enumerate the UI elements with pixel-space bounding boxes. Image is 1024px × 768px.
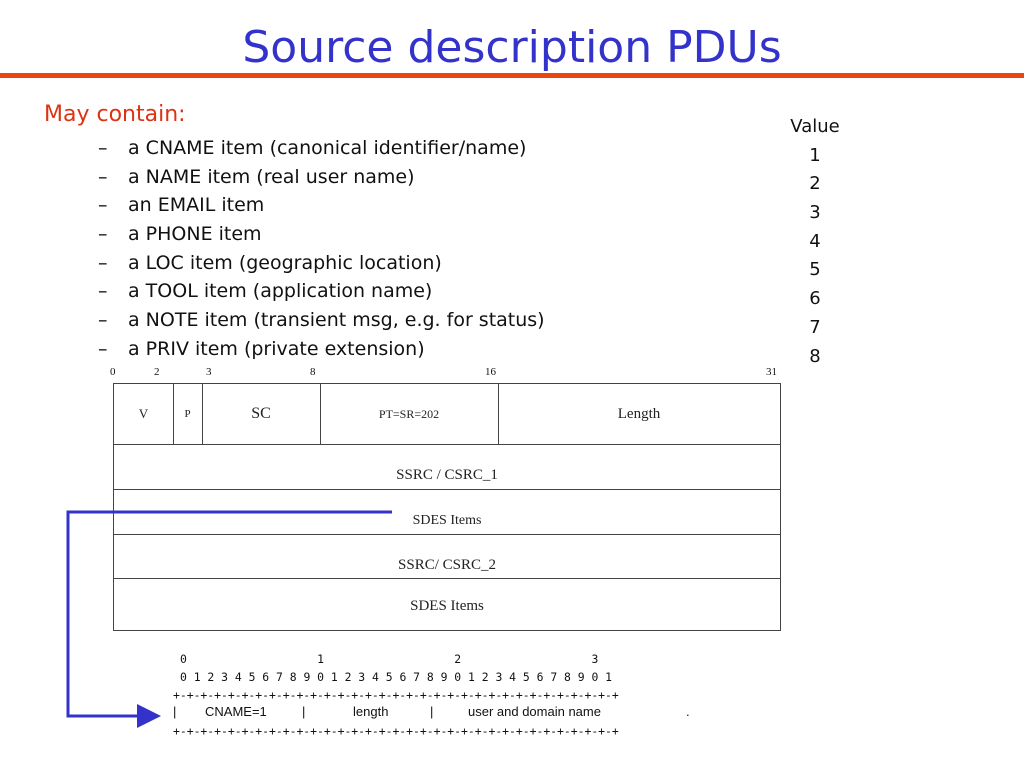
- sdes-header-diagram: V P SC PT=SR=202 Length SSRC / CSRC_1 SD…: [113, 383, 781, 631]
- value-number: 3: [809, 202, 821, 224]
- list-item: –an EMAIL item: [98, 191, 545, 220]
- intro-text: May contain:: [44, 102, 186, 127]
- sdes-items-row-1: SDES Items: [412, 512, 482, 528]
- value-number: 5: [809, 259, 821, 281]
- length-field: length: [353, 704, 389, 719]
- list-item-text: a NOTE item (transient msg, e.g. for sta…: [128, 309, 545, 332]
- bullet-dash: –: [98, 309, 108, 332]
- value-number: 6: [809, 288, 821, 310]
- field-divider: [498, 384, 499, 444]
- ssrc-csrc-2-row: SSRC/ CSRC_2: [398, 556, 496, 573]
- item-top-border: +-+-+-+-+-+-+-+-+-+-+-+-+-+-+-+-+-+-+-+-…: [173, 688, 619, 702]
- row-divider: [114, 489, 780, 490]
- bit-label-0: 0: [110, 366, 116, 378]
- bullet-dash: –: [98, 337, 108, 360]
- list-item-text: a NAME item (real user name): [128, 165, 415, 188]
- bit-label-16: 16: [485, 366, 496, 378]
- list-item-text: a TOOL item (application name): [128, 280, 433, 303]
- bullet-dash: –: [98, 251, 108, 274]
- value-number: 1: [809, 144, 821, 166]
- bit-label-8: 8: [310, 366, 316, 378]
- field-divider: [320, 384, 321, 444]
- bit-label-3: 3: [206, 366, 212, 378]
- value-header: Value: [790, 116, 840, 137]
- item-bottom-border: +-+-+-+-+-+-+-+-+-+-+-+-+-+-+-+-+-+-+-+-…: [173, 724, 619, 738]
- field-packet-type: PT=SR=202: [378, 406, 440, 421]
- list-item-text: a PHONE item: [128, 223, 262, 246]
- bullet-dash: –: [98, 223, 108, 246]
- list-item-text: a PRIV item (private extension): [128, 337, 425, 360]
- row-divider: [114, 534, 780, 535]
- bullet-dash: –: [98, 137, 108, 159]
- field-separator: |: [302, 704, 306, 719]
- field-separator: |: [430, 704, 434, 719]
- bit-label-2: 2: [154, 366, 160, 378]
- list-item: –a CNAME item (canonical identifier/name…: [98, 134, 545, 163]
- cname-field: CNAME=1: [205, 704, 267, 719]
- bullet-dash: –: [98, 280, 108, 303]
- row-divider: [114, 578, 780, 579]
- value-number: 8: [809, 345, 821, 367]
- row-divider: [114, 444, 780, 445]
- list-item: –a PRIV item (private extension): [98, 335, 545, 364]
- value-number: 7: [809, 316, 821, 338]
- field-version: V: [138, 406, 149, 421]
- value-number: 2: [809, 173, 821, 195]
- list-item: –a NAME item (real user name): [98, 163, 545, 192]
- item-list: –a CNAME item (canonical identifier/name…: [98, 134, 545, 364]
- arrow-line: [66, 510, 392, 728]
- title-underline: [0, 73, 1024, 78]
- value-column: Value 1 2 3 4 5 6 7 8: [770, 113, 860, 371]
- field-divider: [173, 384, 174, 444]
- field-separator: |: [173, 704, 177, 719]
- bullet-dash: –: [98, 194, 108, 217]
- list-item: –a NOTE item (transient msg, e.g. for st…: [98, 306, 545, 335]
- list-item-text: an EMAIL item: [128, 194, 265, 217]
- sdes-items-row-2: SDES Items: [410, 597, 484, 614]
- field-divider: [202, 384, 203, 444]
- slide-title: Source description PDUs: [242, 22, 782, 73]
- list-item-text: a CNAME item (canonical identifier/name): [128, 137, 527, 159]
- field-length: Length: [617, 405, 661, 422]
- continuation-dot: .: [686, 704, 690, 719]
- bullet-dash: –: [98, 165, 108, 188]
- ssrc-csrc-1-row: SSRC / CSRC_1: [396, 467, 498, 483]
- field-source-count: SC: [251, 405, 271, 422]
- bit-tens-row: 0 1 2 3: [180, 652, 599, 666]
- list-item-text: a LOC item (geographic location): [128, 251, 442, 274]
- list-item: –a PHONE item: [98, 220, 545, 249]
- user-domain-field: user and domain name: [468, 704, 601, 719]
- bit-ones-row: 0 1 2 3 4 5 6 7 8 9 0 1 2 3 4 5 6 7 8 9 …: [180, 670, 613, 684]
- list-item: –a TOOL item (application name): [98, 277, 545, 306]
- field-padding: P: [184, 408, 191, 420]
- bit-label-31: 31: [766, 366, 777, 378]
- list-item: –a LOC item (geographic location): [98, 249, 545, 278]
- value-number: 4: [809, 230, 821, 252]
